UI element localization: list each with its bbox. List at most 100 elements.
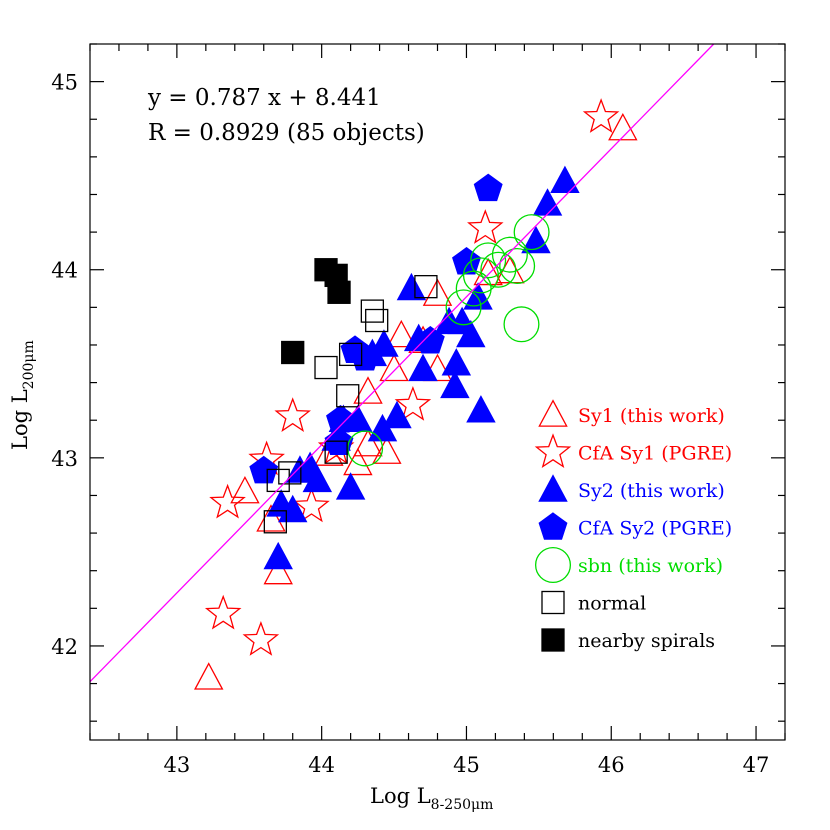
triangle-point (408, 353, 438, 382)
legend-marker (534, 433, 572, 468)
star-point (274, 397, 311, 433)
star-point (293, 487, 330, 523)
legend-marker (534, 546, 572, 584)
pentagon-point (326, 404, 355, 433)
legend-item: sbn (this work) (534, 546, 723, 584)
circle-point (480, 251, 517, 288)
legend-marker (541, 590, 565, 615)
pentagon-point (452, 246, 481, 275)
legend-label: Sy2 (this work) (578, 480, 725, 502)
triangle-point (422, 278, 453, 306)
square-point (327, 280, 351, 304)
series-2 (263, 165, 580, 570)
fit-equation-annotation: y = 0.787 x + 8.441 (147, 85, 381, 111)
square-point (414, 275, 438, 299)
legend-item: nearby spirals (541, 628, 715, 652)
star-point (582, 98, 620, 133)
legend-marker (538, 399, 568, 427)
legend-label: CfA Sy1 (PGRE) (578, 443, 732, 465)
triangle-point (194, 662, 224, 690)
square-point (314, 355, 338, 380)
y-tick-label: 42 (51, 635, 78, 659)
triangle-point (263, 556, 293, 585)
y-tick-label: 43 (51, 447, 78, 471)
legend-item: CfA Sy1 (PGRE) (534, 433, 732, 468)
legend-marker (538, 474, 568, 502)
fit-line (89, 43, 715, 683)
triangle-point (335, 472, 366, 500)
series-5 (263, 275, 438, 534)
circle-point (470, 242, 507, 279)
triangle-point (369, 329, 399, 357)
triangle-point (343, 447, 373, 476)
square-point (278, 461, 302, 485)
pentagon-point (415, 325, 445, 354)
legend: Sy1 (this work) CfA Sy1 (PGRE) Sy2 (this w… (534, 399, 732, 652)
star-point (467, 209, 504, 244)
x-axis-label-subscript: 8-250μm (431, 797, 494, 813)
triangle-point (521, 225, 551, 254)
triangle-point (372, 436, 402, 464)
square-point (365, 308, 389, 333)
triangle-point (440, 370, 470, 399)
y-axis-label: Log L200μm (8, 340, 37, 450)
x-tick-label: 46 (598, 753, 625, 777)
triangle-point (463, 282, 493, 310)
circle-point (513, 214, 550, 251)
triangle-point (382, 400, 412, 429)
legend-item: normal (541, 590, 646, 615)
square-point (336, 384, 360, 408)
triangle-point (532, 188, 563, 216)
correlation-annotation: R = 0.8929 (85 objects) (148, 120, 425, 146)
triangle-point (422, 353, 453, 382)
x-axis-label: Log L8-250μm (370, 784, 493, 813)
series-6 (281, 258, 351, 365)
square-point (324, 440, 348, 464)
pentagon-point (249, 455, 279, 484)
x-tick-label: 43 (164, 753, 191, 777)
square-point (338, 342, 363, 367)
x-axis-label-main: Log L (370, 784, 431, 808)
y-tick-label: 45 (51, 71, 78, 95)
y-axis-label-main: Log L (8, 389, 32, 450)
circle-point (499, 247, 536, 284)
star-point (204, 594, 242, 630)
triangle-point (302, 464, 333, 493)
triangle-point (550, 165, 580, 194)
square-point (263, 510, 287, 534)
star-point (242, 621, 280, 656)
triangle-point (353, 428, 383, 457)
series-0 (194, 112, 638, 690)
y-axis-label-subscript: 200μm (21, 340, 37, 389)
circle-point (455, 270, 492, 307)
x-tick-label: 44 (308, 753, 335, 777)
triangle-point (441, 348, 472, 376)
triangle-point (386, 319, 417, 348)
triangle-point (263, 541, 293, 570)
legend-label: normal (578, 593, 646, 615)
data-marks (194, 98, 638, 690)
fit-line-group (89, 43, 715, 683)
axis-ticks (89, 43, 786, 740)
star-point (394, 385, 432, 421)
tick-labels: 43 44 45 46 47 42 43 44 45 (51, 71, 769, 777)
x-tick-label: 45 (453, 753, 480, 777)
circle-point (445, 289, 482, 326)
legend-label: sbn (this work) (578, 555, 723, 577)
triangle-point (456, 319, 486, 348)
y-tick-label: 44 (51, 259, 78, 283)
square-point (281, 340, 305, 365)
legend-item: Sy1 (this work) (538, 399, 725, 427)
legend-item: CfA Sy2 (PGRE) (538, 512, 732, 540)
circle-point (462, 257, 499, 294)
series-4 (347, 214, 550, 467)
triangle-point (379, 353, 409, 382)
pentagon-point (350, 342, 380, 371)
legend-marker (541, 628, 565, 652)
triangle-point (396, 272, 427, 301)
triangle-point (466, 395, 496, 423)
legend-label: Sy1 (this work) (578, 405, 725, 427)
x-tick-label: 47 (743, 753, 770, 777)
legend-marker (538, 512, 568, 540)
